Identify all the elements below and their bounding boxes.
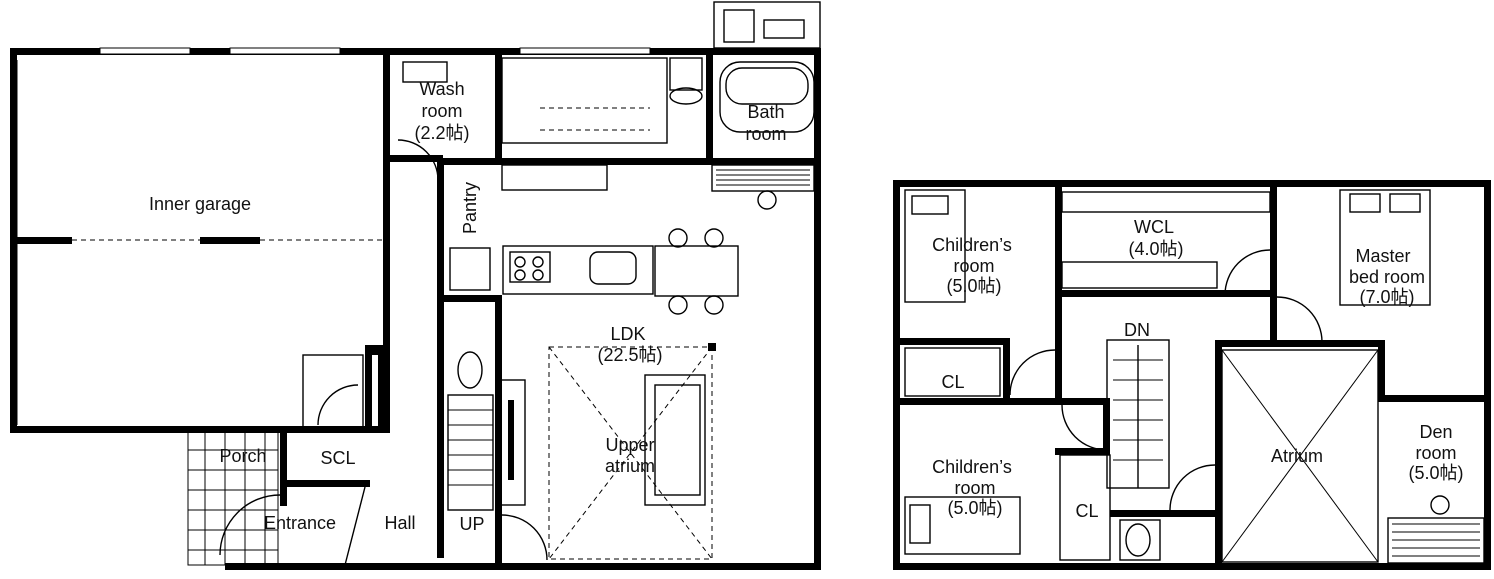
first-floor-plan: [10, 1, 821, 570]
label-childrens-room-2-area: (5.0帖): [947, 498, 1002, 518]
label-cl-1: CL: [941, 372, 964, 392]
label-childrens-room-2-line2: room: [954, 478, 995, 498]
room-labels-first-floor: Inner garage Wash room (2.2帖) Bath room …: [149, 79, 787, 534]
label-wcl: WCL: [1134, 217, 1174, 237]
label-bath-room-line1: Bath: [747, 102, 784, 122]
label-hall: Hall: [384, 513, 415, 533]
label-den-room-area: (5.0帖): [1408, 463, 1463, 483]
label-cl-2: CL: [1075, 501, 1098, 521]
label-childrens-room-1-line2: room: [953, 256, 994, 276]
label-master-bed-room-line1: Master: [1355, 246, 1410, 266]
label-scl: SCL: [320, 448, 355, 468]
label-inner-garage: Inner garage: [149, 194, 251, 214]
label-pantry: Pantry: [460, 182, 480, 234]
label-childrens-room-1-line1: Children’s: [932, 235, 1012, 255]
label-childrens-room-2-line1: Children’s: [932, 457, 1012, 477]
label-atrium: Atrium: [1271, 446, 1323, 466]
label-wash-room-line1: Wash: [419, 79, 464, 99]
label-wash-room-line2: room: [421, 101, 462, 121]
label-dn: DN: [1124, 320, 1150, 340]
label-wcl-area: (4.0帖): [1128, 239, 1183, 259]
label-up: UP: [459, 514, 484, 534]
label-entrance: Entrance: [264, 513, 336, 533]
label-master-bed-room-area: (7.0帖): [1359, 287, 1414, 307]
label-wash-room-area: (2.2帖): [414, 123, 469, 143]
label-den-room-line2: room: [1415, 443, 1456, 463]
label-bath-room-line2: room: [745, 124, 786, 144]
label-ldk: LDK: [610, 324, 645, 344]
label-porch: Porch: [219, 446, 266, 466]
room-labels-second-floor: Children’s room (5.0帖) WCL (4.0帖) Master…: [932, 217, 1463, 521]
label-ldk-area: (22.5帖): [597, 345, 662, 365]
label-upper-atrium-line1: Upper: [605, 435, 654, 455]
label-upper-atrium-line2: atrium: [605, 456, 655, 476]
label-den-room-line1: Den: [1419, 422, 1452, 442]
label-childrens-room-1-area: (5.0帖): [946, 276, 1001, 296]
label-master-bed-room-line2: bed room: [1349, 267, 1425, 287]
second-floor-plan: [893, 180, 1491, 570]
